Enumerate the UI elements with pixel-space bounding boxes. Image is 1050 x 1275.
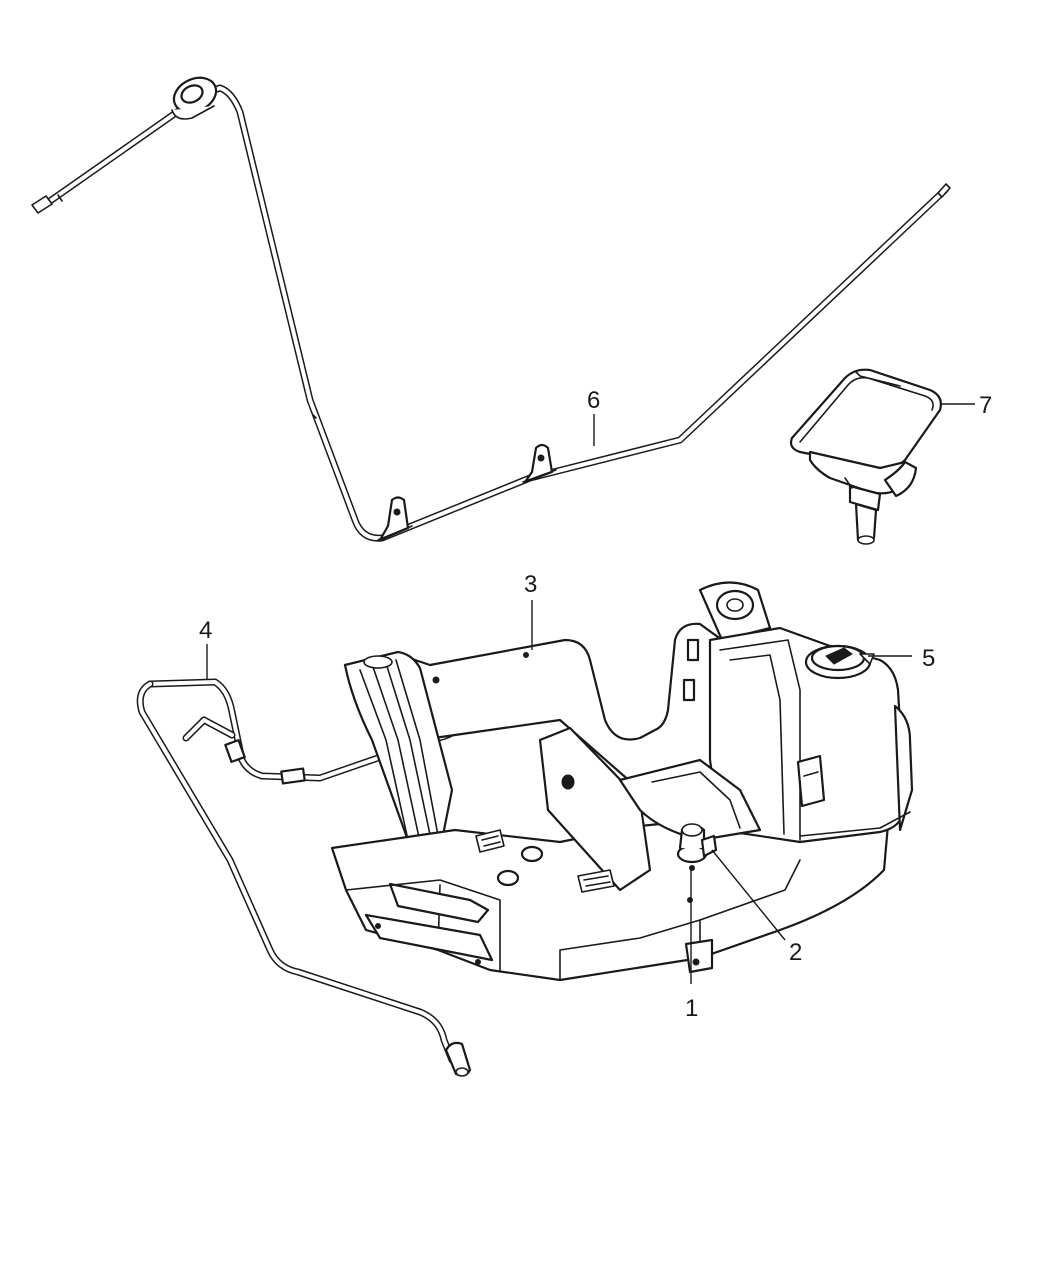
callout-6: 6 xyxy=(587,387,600,414)
callout-2: 2 xyxy=(789,939,802,966)
callout-1: 1 xyxy=(685,995,698,1022)
callout-7: 7 xyxy=(979,392,992,419)
washer-nozzle xyxy=(789,368,942,545)
callouts: 1 2 3 4 5 6 7 xyxy=(199,387,992,1022)
washer-hose-upper xyxy=(31,76,951,542)
reservoir-cap xyxy=(804,644,875,680)
washer-hose-lower xyxy=(136,678,472,1077)
hose-clip xyxy=(377,496,413,542)
leader-lines xyxy=(206,403,975,984)
callout-4: 4 xyxy=(199,617,212,644)
callout-5: 5 xyxy=(922,645,935,672)
callout-3: 3 xyxy=(524,571,537,598)
reservoir-bracket xyxy=(330,581,892,982)
reservoir-tank xyxy=(618,626,914,844)
washer-pump xyxy=(676,823,718,871)
hose-clip xyxy=(522,443,557,484)
